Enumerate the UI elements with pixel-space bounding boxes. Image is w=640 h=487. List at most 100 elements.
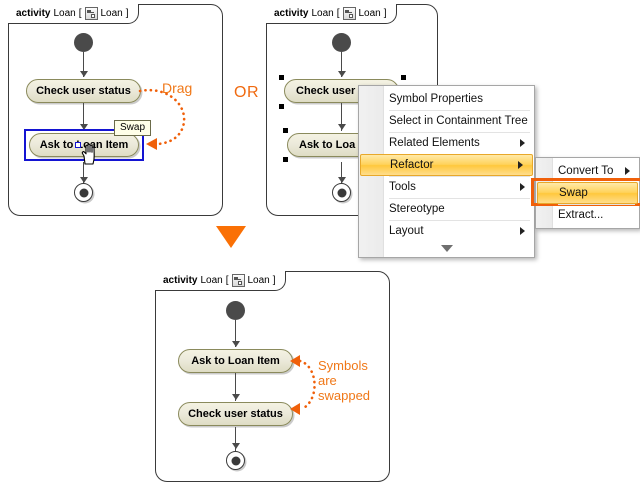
frame-bracket-open: [ [78,8,82,19]
action-node-label: Check user [296,85,356,97]
menu-item-label: Tools [389,181,416,193]
menu-item-tools[interactable]: Tools [359,176,534,198]
refactor-submenu[interactable]: Convert To Swap Extract... [535,157,640,229]
arrowhead-icon [79,124,88,130]
menu-item-layout[interactable]: Layout [359,220,534,242]
submenu-item-label: Extract... [558,209,604,221]
control-flow-edge [235,320,236,347]
menu-item-label: Select in Containment Tree [389,115,528,127]
activity-diagram-icon [231,274,245,287]
submenu-arrow-icon [520,139,525,147]
activity-diagram-icon [84,7,98,20]
or-label: OR [234,84,259,101]
arrowhead-icon [231,394,240,400]
frame-inner-name: Loan [100,8,123,19]
frame-keyword: activity [16,8,51,19]
frame-tab-top-right: activity Loan [ Loan ] [266,4,397,24]
swap-tooltip: Swap [114,120,152,136]
diagram-frame-bottom: activity Loan [ Loan ] Ask to Loan Item … [155,271,390,482]
menu-item-label: Related Elements [389,137,480,149]
final-node[interactable] [226,451,245,470]
selection-handle[interactable] [283,128,288,133]
selection-handle[interactable] [401,75,406,80]
action-node-ask-to-loan-item[interactable]: Ask to Loan Item [178,349,293,373]
arrowhead-icon [337,177,346,183]
submenu-item-extract[interactable]: Extract... [536,204,639,226]
submenu-item-label: Swap [559,187,588,199]
action-node-label: Ask to Loan Item [39,139,129,151]
selection-handle-dot[interactable] [75,142,81,148]
selection-handle[interactable] [279,104,284,109]
swapped-line-2: are [318,373,337,388]
swapped-line-1: Symbols [318,358,368,373]
menu-item-stereotype[interactable]: Stereotype [359,198,534,220]
chevron-down-icon[interactable] [359,242,534,255]
action-node-ask-to-loan-item[interactable]: Ask to Loan Item [29,133,139,157]
submenu-arrow-icon [520,183,525,191]
frame-keyword: activity [163,275,198,286]
control-flow-edge [341,103,342,131]
menu-item-refactor[interactable]: Refactor [360,154,533,176]
initial-node[interactable] [332,33,351,52]
hand-cursor-icon [81,143,95,165]
menu-item-related-elements[interactable]: Related Elements [359,132,534,154]
arrowhead-icon [79,177,88,183]
menu-item-symbol-properties[interactable]: Symbol Properties [359,88,534,110]
frame-inner-name: Loan [247,275,270,286]
flow-down-triangle-icon [216,226,246,248]
control-flow-edge [341,162,342,184]
arrowhead-icon [231,341,240,347]
frame-name: Loan [200,275,223,286]
control-flow-edge [83,103,84,131]
frame-bracket-close: ] [272,275,276,286]
frame-bracket-close: ] [125,8,129,19]
action-node-label: Check user status [36,85,131,97]
control-flow-edge [341,52,342,77]
control-flow-edge [83,52,84,77]
frame-bracket-open: [ [336,8,340,19]
arrowhead-icon [337,124,346,130]
menu-item-label: Layout [389,225,424,237]
submenu-item-convert-to[interactable]: Convert To [536,160,639,182]
action-node-check-user-status[interactable]: Check user status [26,79,141,103]
frame-bracket-close: ] [383,8,387,19]
action-node-label: Ask to Loan Item [191,355,280,367]
frame-name: Loan [53,8,76,19]
frame-bracket-open: [ [225,275,229,286]
frame-name: Loan [311,8,334,19]
frame-inner-name: Loan [358,8,381,19]
control-flow-edge [235,373,236,401]
submenu-arrow-icon [520,227,525,235]
initial-node[interactable] [74,33,93,52]
submenu-item-swap[interactable]: Swap [537,182,638,204]
menu-item-label: Refactor [390,159,434,171]
frame-keyword: activity [274,8,309,19]
diagram-frame-top-left: activity Loan [ Loan ] Check user status… [8,4,223,216]
selection-handle[interactable] [279,75,284,80]
frame-tab-bottom: activity Loan [ Loan ] [155,271,286,291]
submenu-arrow-icon [518,161,523,169]
initial-node[interactable] [226,301,245,320]
menu-item-label: Stereotype [389,203,445,215]
action-node-label: Ask to Loa [299,139,356,151]
control-flow-edge [235,427,236,451]
frame-tab-top-left: activity Loan [ Loan ] [8,4,139,24]
action-node-check-user-status[interactable]: Check user status [178,402,293,426]
context-menu[interactable]: Symbol Properties Select in Containment … [358,85,535,258]
control-flow-edge [83,162,84,184]
activity-diagram-icon [342,7,356,20]
final-node[interactable] [74,183,93,202]
menu-item-label: Symbol Properties [389,93,483,105]
menu-item-select-in-containment-tree[interactable]: Select in Containment Tree [359,110,534,132]
action-node-label: Check user status [188,408,283,420]
drag-annotation-label: Drag [162,80,193,96]
arrowhead-icon [79,71,88,77]
arrowhead-icon [231,443,240,449]
final-node[interactable] [332,183,351,202]
selection-handle[interactable] [283,157,288,162]
submenu-item-label: Convert To [558,165,614,177]
arrowhead-icon [337,71,346,77]
submenu-arrow-icon [625,167,630,175]
swapped-line-3: swapped [318,388,371,403]
